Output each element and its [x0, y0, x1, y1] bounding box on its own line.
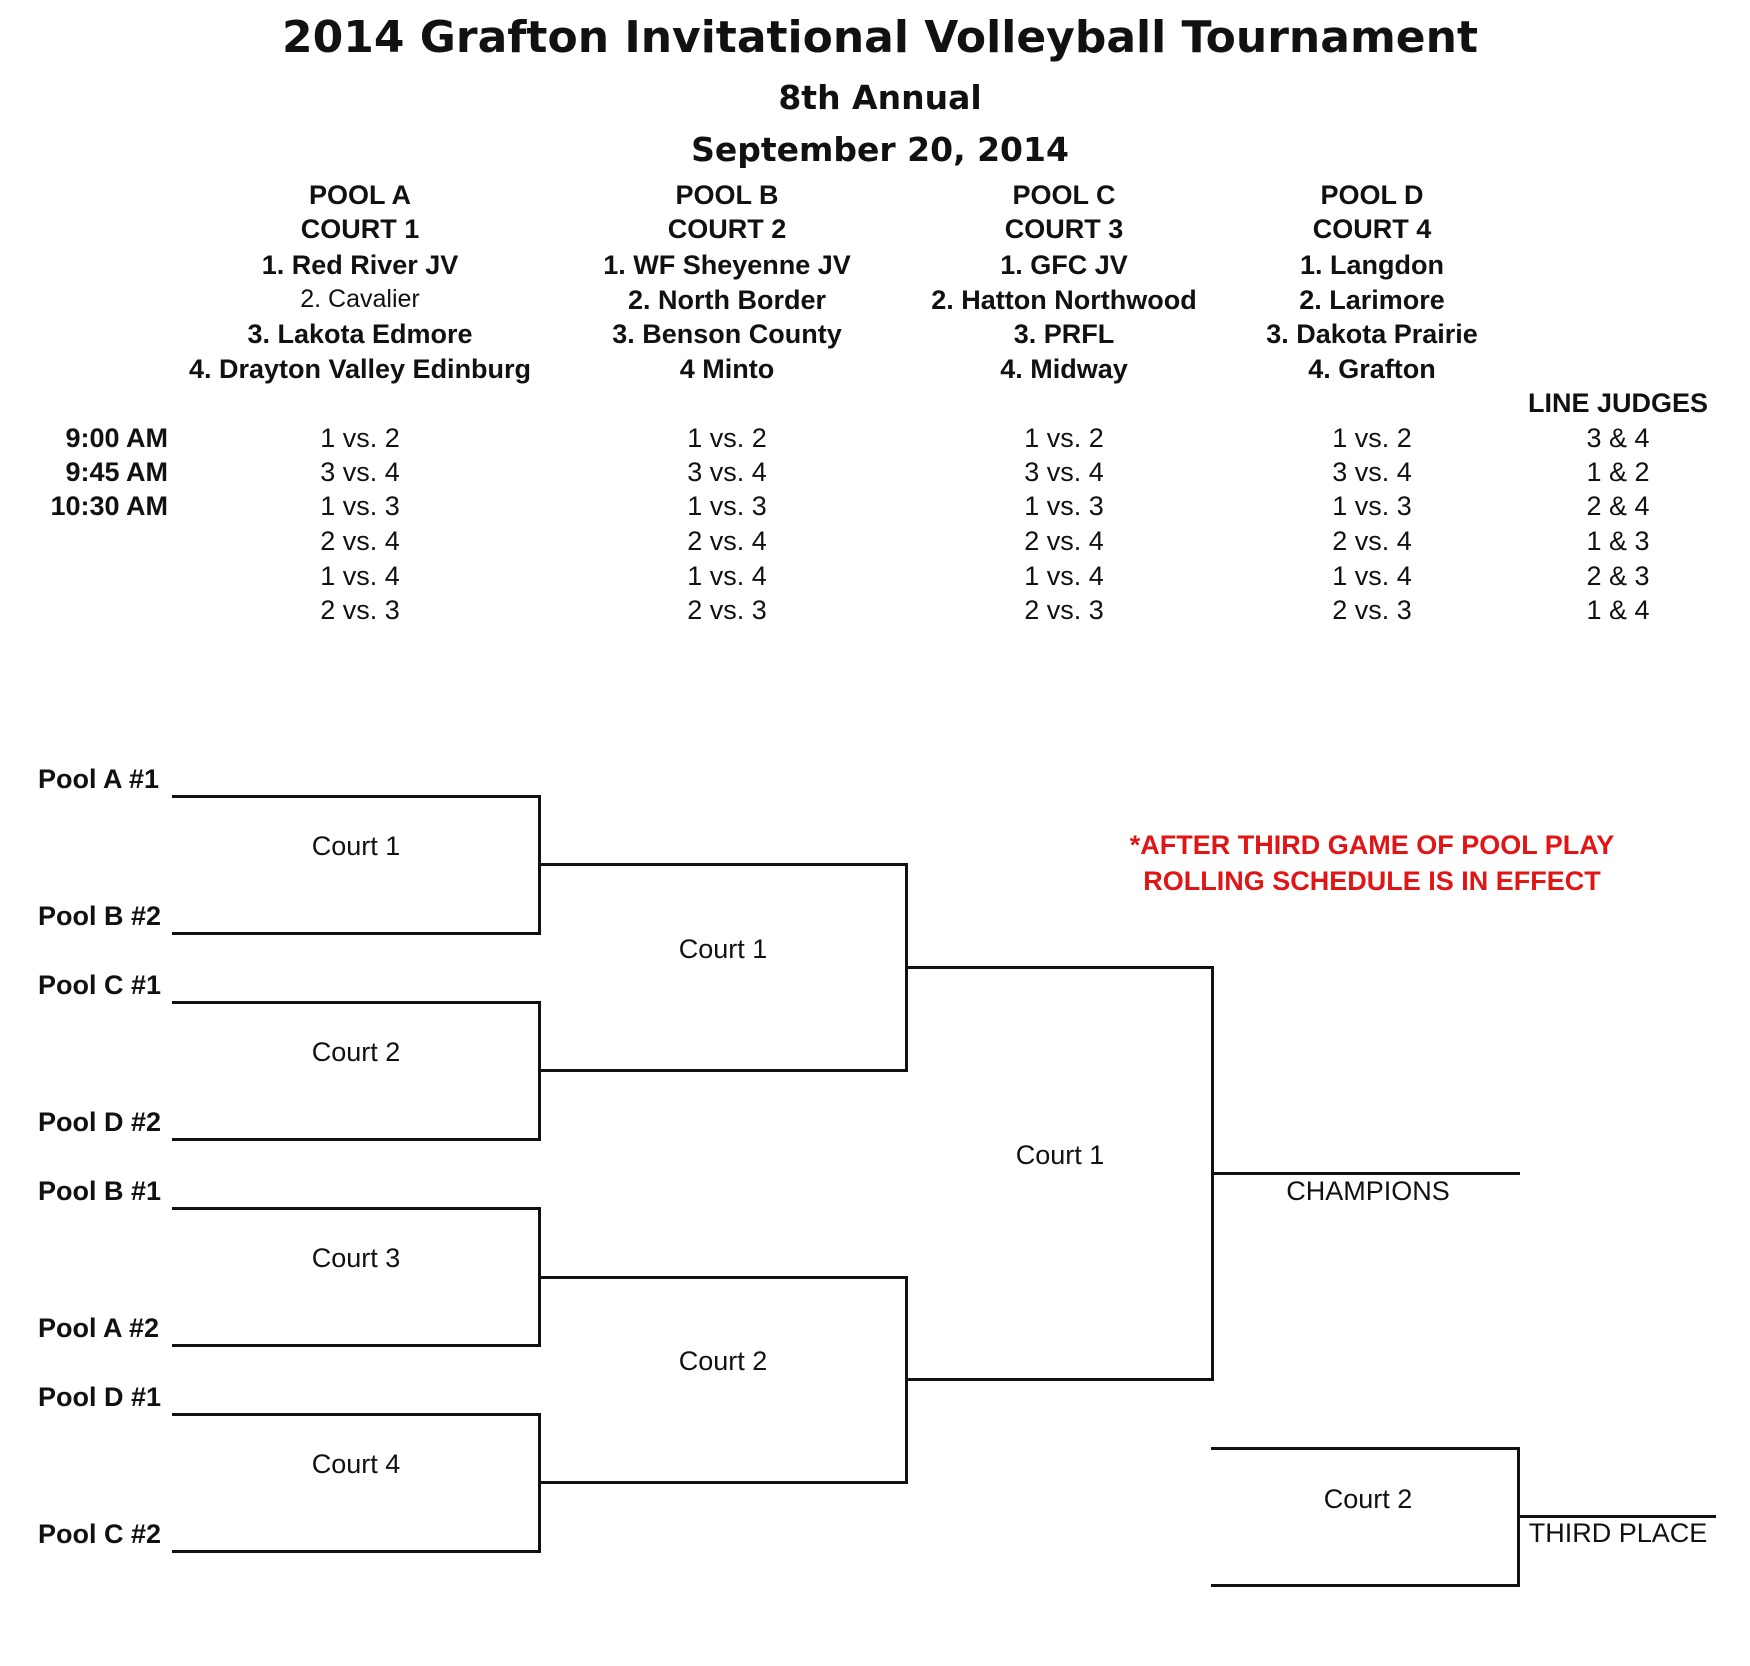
- pool-b-game-6: 2 vs. 3: [687, 595, 767, 625]
- pool-c-court: COURT 3: [1004, 214, 1124, 244]
- line-judge-4: 1 & 3: [1586, 526, 1650, 556]
- pool-b-team-4: 4 Minto: [679, 354, 775, 384]
- bracket-seed-5: Pool B #1: [38, 1176, 162, 1206]
- pool-c-game-1: 1 vs. 2: [1024, 423, 1104, 453]
- pool-b-team-3: 3. Benson County: [612, 319, 842, 349]
- bracket-line: [172, 1207, 541, 1210]
- champions-label: CHAMPIONS: [1286, 1176, 1450, 1206]
- line-judge-2: 1 & 2: [1586, 457, 1650, 487]
- pool-d-game-2: 3 vs. 4: [1332, 457, 1412, 487]
- pool-a-team-2: 2. Cavalier: [300, 285, 420, 313]
- pool-a-team-3: 3. Lakota Edmore: [247, 319, 473, 349]
- bracket-seed-7: Pool D #1: [38, 1382, 162, 1412]
- pool-a-team-4: 4. Drayton Valley Edinburg: [188, 354, 532, 384]
- line-judge-5: 2 & 3: [1586, 561, 1650, 591]
- pool-a-game-5: 1 vs. 4: [320, 561, 400, 591]
- pool-d-team-3: 3. Dakota Prairie: [1266, 319, 1478, 349]
- bracket-seed-8: Pool C #2: [38, 1519, 162, 1549]
- pool-a-game-2: 3 vs. 4: [320, 457, 400, 487]
- pool-c-team-2: 2. Hatton Northwood: [931, 285, 1197, 315]
- bracket-line: [538, 1481, 908, 1484]
- pool-c-game-4: 2 vs. 4: [1024, 526, 1104, 556]
- bracket-line: [172, 1344, 541, 1347]
- bracket-line: [538, 863, 908, 866]
- rolling-schedule-note-line-2: ROLLING SCHEDULE IS IN EFFECT: [1143, 866, 1601, 896]
- pool-d-game-1: 1 vs. 2: [1332, 423, 1412, 453]
- rolling-schedule-note-line-1: *AFTER THIRD GAME OF POOL PLAY: [1129, 830, 1615, 860]
- pool-b-team-1: 1. WF Sheyenne JV: [603, 250, 851, 280]
- bracket-line: [172, 1138, 541, 1141]
- third-place-label: THIRD PLACE: [1528, 1518, 1708, 1548]
- round2-court-2: Court 2: [678, 1346, 768, 1376]
- pool-d-game-5: 1 vs. 4: [1332, 561, 1412, 591]
- round1-court-3: Court 3: [311, 1243, 401, 1273]
- bracket-seed-3: Pool C #1: [38, 970, 162, 1000]
- bracket-line: [538, 1276, 908, 1279]
- pool-c-game-2: 3 vs. 4: [1024, 457, 1104, 487]
- line-judge-1: 3 & 4: [1586, 423, 1650, 453]
- pool-c-team-4: 4. Midway: [1000, 354, 1128, 384]
- pool-c-team-1: 1. GFC JV: [1000, 250, 1128, 280]
- pool-a-court: COURT 1: [300, 214, 420, 244]
- event-date: September 20, 2014: [691, 130, 1069, 169]
- bracket-line: [538, 1069, 908, 1072]
- pool-c-game-3: 1 vs. 3: [1024, 491, 1104, 521]
- round2-court-1: Court 1: [678, 934, 768, 964]
- pool-a-game-6: 2 vs. 3: [320, 595, 400, 625]
- round1-court-2: Court 2: [311, 1037, 401, 1067]
- champions-line: [1211, 1172, 1520, 1175]
- bracket-line: [905, 966, 1214, 969]
- pool-d-game-3: 1 vs. 3: [1332, 491, 1412, 521]
- line-judges-header: LINE JUDGES: [1527, 388, 1709, 418]
- pool-d-team-1: 1. Langdon: [1300, 250, 1444, 280]
- pool-c-game-5: 1 vs. 4: [1024, 561, 1104, 591]
- third-place-line: [1517, 1515, 1716, 1518]
- pool-b-game-2: 3 vs. 4: [687, 457, 767, 487]
- bracket-seed-4: Pool D #2: [38, 1107, 162, 1137]
- bracket-seed-2: Pool B #2: [38, 901, 162, 931]
- bracket-line: [172, 795, 541, 798]
- pool-c-team-3: 3. PRFL: [1013, 319, 1115, 349]
- bracket-line: [172, 1001, 541, 1004]
- bracket-seed-1: Pool A #1: [38, 764, 160, 794]
- page-subtitle: 8th Annual: [778, 78, 982, 117]
- time-slot-2: 9:45 AM: [65, 457, 168, 487]
- pool-d-name: POOL D: [1320, 180, 1424, 210]
- pool-d-game-4: 2 vs. 4: [1332, 526, 1412, 556]
- bracket-line: [1211, 1447, 1520, 1450]
- bracket-line: [905, 1378, 1214, 1381]
- round1-court-4: Court 4: [311, 1449, 401, 1479]
- pool-b-court: COURT 2: [667, 214, 787, 244]
- bracket-line: [172, 1550, 541, 1553]
- bracket-seed-6: Pool A #2: [38, 1313, 160, 1343]
- bracket-line: [172, 1413, 541, 1416]
- pool-b-game-4: 2 vs. 4: [687, 526, 767, 556]
- pool-b-game-5: 1 vs. 4: [687, 561, 767, 591]
- pool-d-team-2: 2. Larimore: [1299, 285, 1445, 315]
- time-slot-3: 10:30 AM: [50, 491, 168, 521]
- pool-c-game-6: 2 vs. 3: [1024, 595, 1104, 625]
- pool-a-name: POOL A: [308, 180, 412, 210]
- bracket-line: [172, 932, 541, 935]
- pool-d-game-6: 2 vs. 3: [1332, 595, 1412, 625]
- line-judge-6: 1 & 4: [1586, 595, 1650, 625]
- pool-d-team-4: 4. Grafton: [1308, 354, 1436, 384]
- pool-c-name: POOL C: [1012, 180, 1116, 210]
- pool-b-name: POOL B: [675, 180, 779, 210]
- pool-a-team-1: 1. Red River JV: [261, 250, 459, 280]
- pool-b-game-1: 1 vs. 2: [687, 423, 767, 453]
- pool-b-game-3: 1 vs. 3: [687, 491, 767, 521]
- third-place-court: Court 2: [1323, 1484, 1413, 1514]
- pool-b-team-2: 2. North Border: [627, 285, 827, 315]
- bracket-line: [1211, 1584, 1520, 1587]
- pool-a-game-3: 1 vs. 3: [320, 491, 400, 521]
- pool-a-game-1: 1 vs. 2: [320, 423, 400, 453]
- pool-a-game-4: 2 vs. 4: [320, 526, 400, 556]
- round1-court-1: Court 1: [311, 831, 401, 861]
- line-judge-3: 2 & 4: [1586, 491, 1650, 521]
- page-title: 2014 Grafton Invitational Volleyball Tou…: [282, 12, 1478, 63]
- pool-d-court: COURT 4: [1312, 214, 1432, 244]
- final-court: Court 1: [1015, 1140, 1105, 1170]
- time-slot-1: 9:00 AM: [65, 423, 168, 453]
